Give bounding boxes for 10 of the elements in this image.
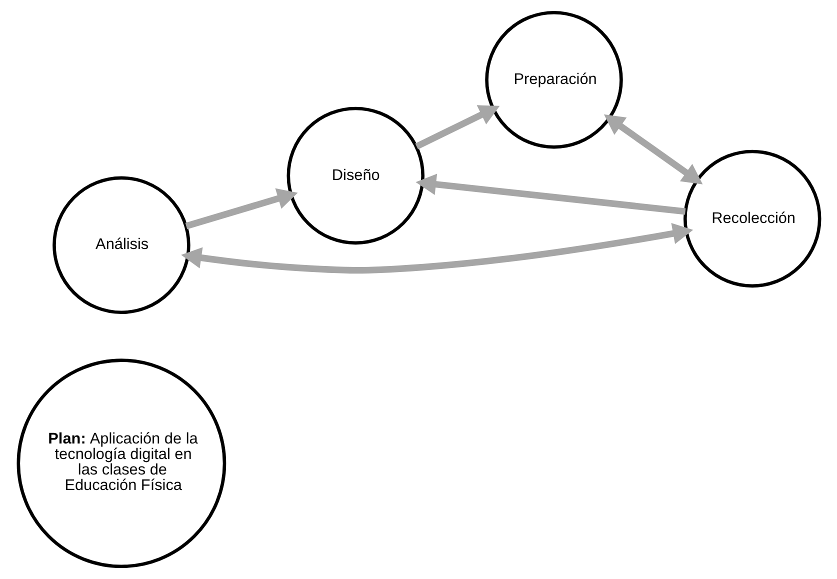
node-circle: Plan: Aplicación de la tecnología digital en las clases de Educación Física [16,358,226,568]
arrow [180,223,693,274]
node-circle: Análisis [52,176,190,314]
arrow [415,174,686,215]
node-circle: Preparación [484,10,622,149]
arrow [184,188,298,230]
node-circle: Recolección [683,150,821,288]
node-circle: Diseño [286,106,424,245]
arrow [414,105,500,150]
arrow [603,114,702,184]
